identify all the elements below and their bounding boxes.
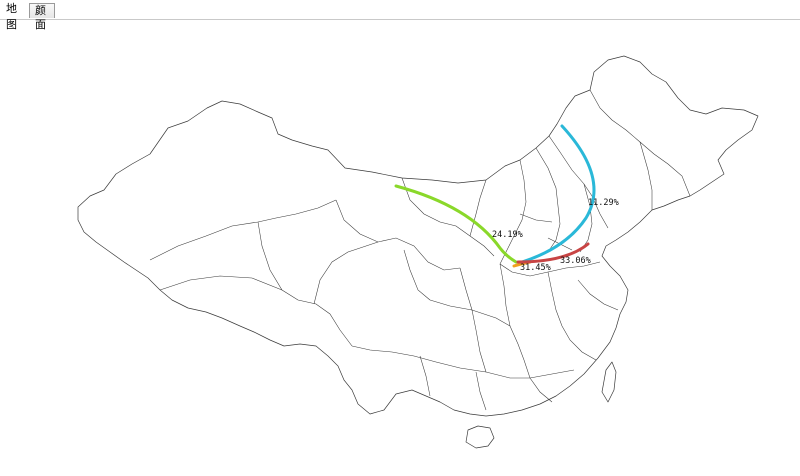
hainan-island	[465, 425, 495, 449]
taiwan-island	[601, 361, 617, 403]
country-outline	[77, 55, 759, 417]
tab-bar: 地图 颜面	[0, 0, 800, 31]
flow-line-green	[394, 184, 518, 264]
flow-label-green: 24.19%	[492, 230, 523, 240]
flow-line-blue	[520, 124, 596, 264]
flow-line-red	[516, 242, 590, 264]
flow-label-red: 33.06%	[560, 256, 591, 266]
province-borders	[149, 89, 691, 411]
flow-lines	[394, 124, 596, 268]
flow-label-blue: 11.29%	[588, 198, 619, 208]
china-map: 11.29% 24.19% 31.45% 33.06%	[77, 55, 759, 449]
flow-label-orange: 31.45%	[520, 263, 551, 273]
tab-section[interactable]: 颜面	[29, 3, 55, 31]
tab-map[interactable]: 地图	[1, 1, 27, 31]
